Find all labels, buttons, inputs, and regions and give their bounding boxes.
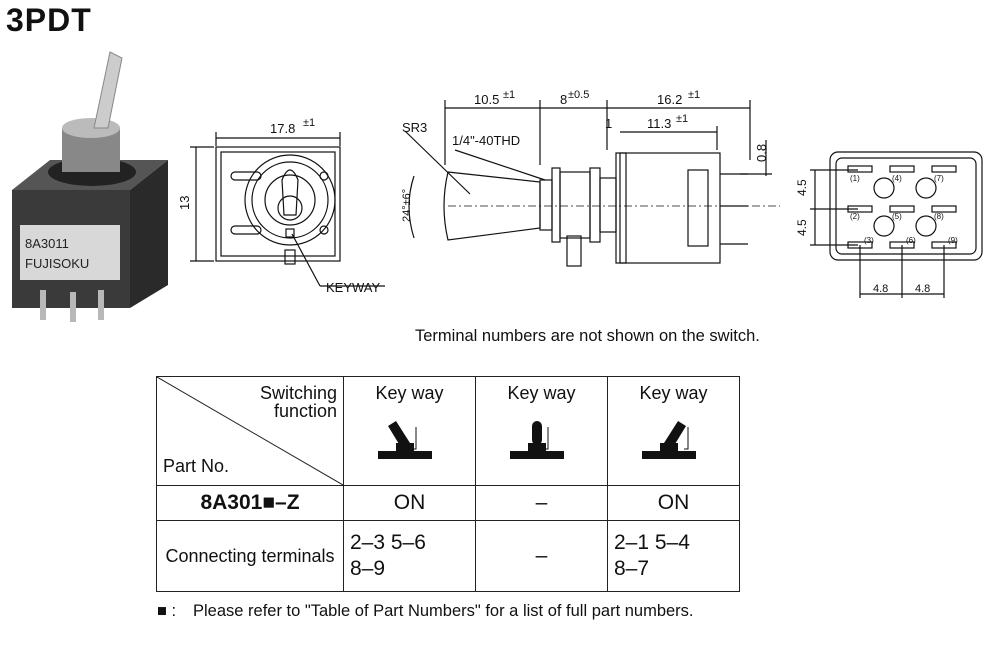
angle-label: 24°±6° [401, 189, 413, 222]
lever-right-icon [642, 421, 696, 459]
header-switching: Switching [259, 383, 337, 403]
svg-text:8A3011: 8A3011 [25, 236, 69, 251]
part-number: 8A301■–Z [156, 485, 344, 521]
connecting-terminals-label: Connecting terminals [156, 520, 344, 592]
svg-text:(2): (2) [850, 212, 860, 221]
footnote: ■ : Please refer to "Table of Part Numbe… [157, 600, 757, 622]
svg-text:(4): (4) [892, 174, 902, 183]
side-dim-5: 1 [605, 116, 612, 131]
technical-drawings: 8A3011 FUJISOKU 17.8 ±1 13 [12, 51, 983, 322]
terms-right: 2–1 5–4 8–7 [607, 520, 740, 592]
front-height-dim: 13 [177, 196, 192, 210]
svg-text:±1: ±1 [676, 113, 688, 125]
table-header-cell: Switching function Part No. [156, 376, 344, 486]
keyway-col-2: Key way [475, 376, 608, 486]
page-title: 3PDT [6, 2, 92, 38]
svg-text:(6): (6) [906, 236, 916, 245]
svg-text:(9): (9) [948, 236, 958, 245]
svg-text:(1): (1) [850, 174, 860, 183]
front-view [190, 132, 385, 287]
svg-text:FUJISOKU: FUJISOKU [25, 256, 89, 271]
thread-label: 1/4"-40THD [452, 133, 520, 148]
side-dim-1: 10.5 [474, 92, 499, 107]
header-function: function [273, 401, 337, 421]
svg-text:(8): (8) [934, 212, 944, 221]
svg-text:(5): (5) [892, 212, 902, 221]
svg-text:±1: ±1 [688, 89, 700, 101]
terms-left: 2–3 5–6 8–9 [343, 520, 476, 592]
terms-mid: – [475, 520, 608, 592]
svg-text:(7): (7) [934, 174, 944, 183]
term-dim-v1: 4.5 [795, 179, 809, 196]
side-view [404, 100, 780, 267]
sr-label: SR3 [402, 120, 427, 135]
svg-text:(3): (3) [864, 236, 874, 245]
header-part-no: Part No. [163, 456, 230, 476]
term-dim-h2: 4.8 [915, 283, 930, 295]
term-dim-h1: 4.8 [873, 283, 888, 295]
front-width-dim: 17.8 [270, 121, 295, 136]
lever-left-icon [378, 421, 432, 459]
state-1: ON [343, 485, 476, 521]
keyway-col-3: Key way [607, 376, 740, 486]
switch-photo: 8A3011 FUJISOKU [12, 51, 168, 322]
svg-text:±1: ±1 [303, 117, 315, 129]
side-dim-2: 8 [560, 92, 567, 107]
keyway-col-1: Key way [343, 376, 476, 486]
lever-center-icon [510, 421, 564, 459]
terminal-note: Terminal numbers are not shown on the sw… [415, 327, 760, 345]
side-dim-6: 0.8 [754, 144, 769, 162]
term-dim-v2: 4.5 [795, 219, 809, 236]
svg-text:±0.5: ±0.5 [568, 89, 589, 101]
keyway-label: KEYWAY [326, 280, 381, 295]
terminal-view [810, 151, 983, 298]
side-dim-3: 16.2 [657, 92, 682, 107]
footnote-text: Please refer to "Table of Part Numbers" … [193, 602, 694, 620]
svg-text:±1: ±1 [503, 89, 515, 101]
state-3: ON [607, 485, 740, 521]
state-2: – [475, 485, 608, 521]
side-dim-4: 11.3 [647, 116, 671, 131]
switching-function-table: Switching function Part No. Key way Key … [156, 376, 740, 592]
footnote-symbol: ■ : [157, 602, 177, 620]
